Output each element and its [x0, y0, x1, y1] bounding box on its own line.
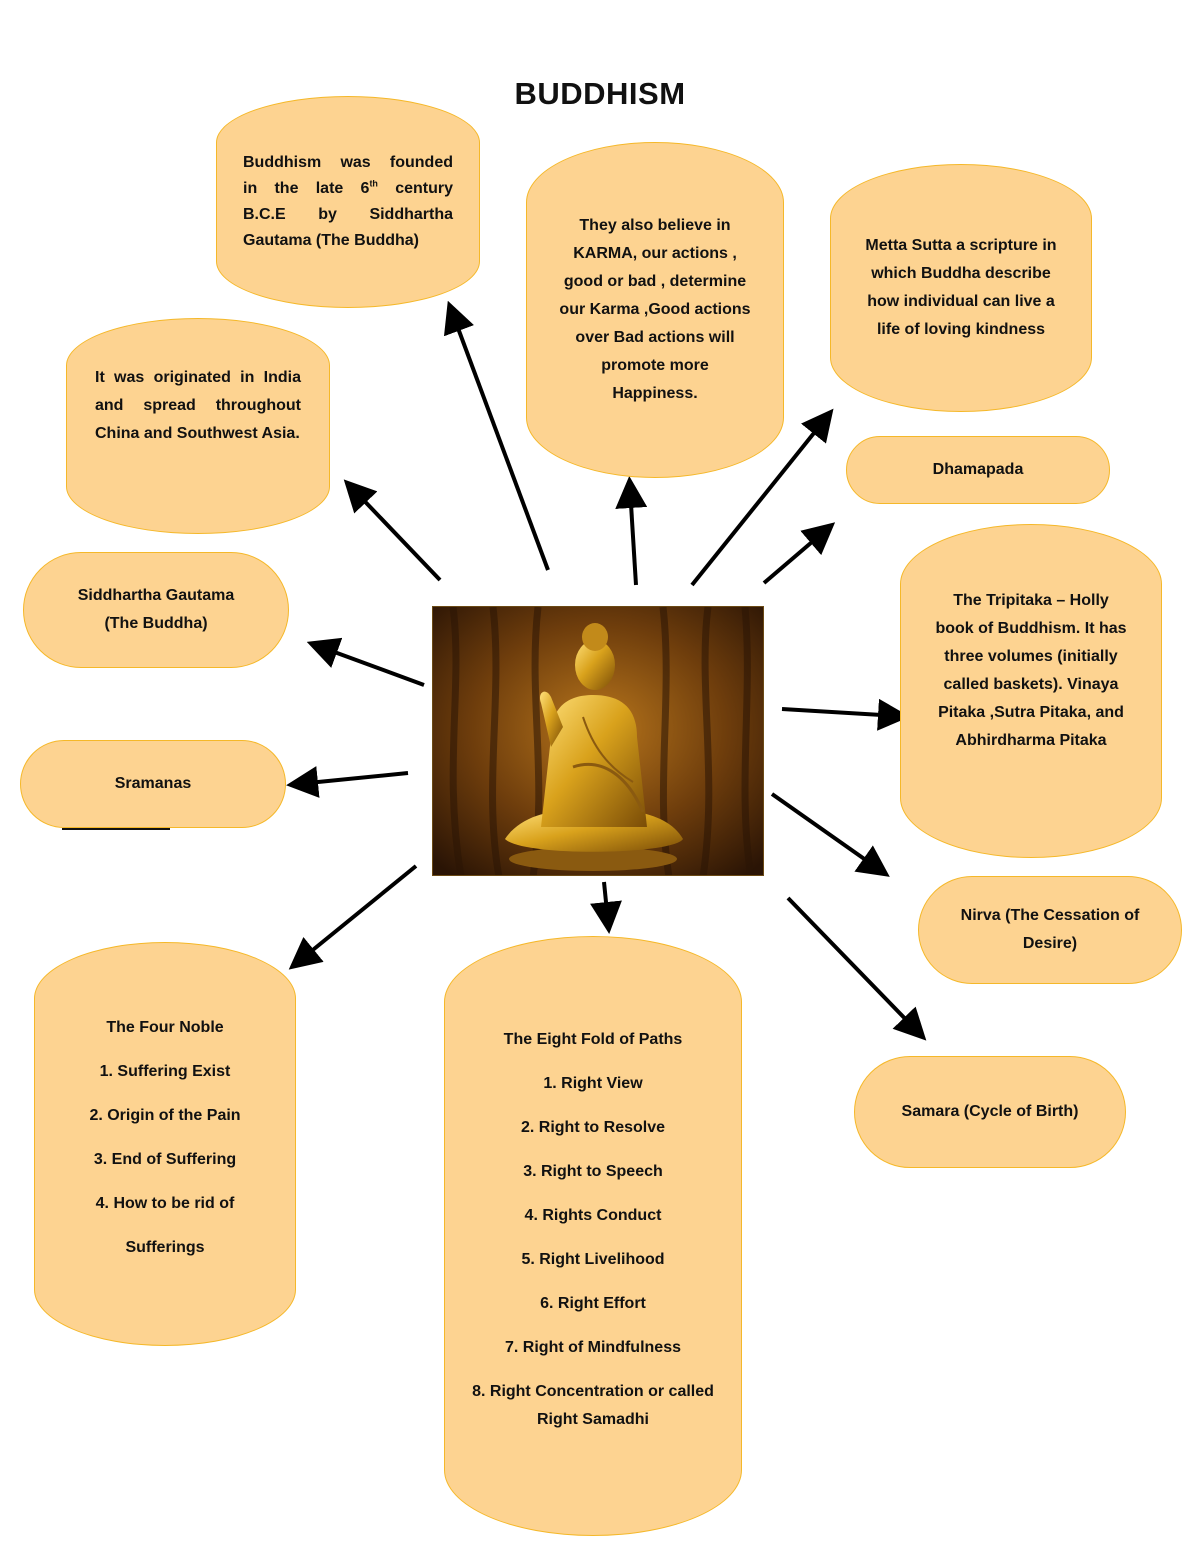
node-founded: Buddhism was founded in the late 6th cen… — [216, 96, 480, 308]
node-origin: It was originated in India and spread th… — [66, 318, 330, 534]
eightfold-heading: The Eight Fold of Paths — [503, 1031, 683, 1048]
arrow-to-eightfold — [590, 881, 622, 934]
four-noble-heading: The Four Noble — [106, 1019, 224, 1036]
four-noble-list: The Four Noble 1. Suffering Exist 2. Ori… — [89, 1006, 240, 1270]
four-noble-item: 2. Origin of the Pain — [89, 1107, 241, 1124]
eightfold-item: 8. Right Concentration or called Right S… — [472, 1383, 714, 1428]
eightfold-item: 4. Rights Conduct — [524, 1207, 662, 1224]
buddha-statue-icon — [433, 607, 763, 875]
karma-text: They also believe in KARMA, our actions … — [559, 217, 751, 402]
node-dhamapada: Dhamapada — [846, 436, 1110, 504]
eightfold-item: 3. Right to Speech — [523, 1163, 663, 1180]
metta-text: Metta Sutta a scripture in which Buddha … — [865, 237, 1057, 338]
founded-line-3: B.C.E by Siddhartha — [243, 206, 453, 223]
node-tripitaka: The Tripitaka – Holly book of Buddhism. … — [900, 524, 1162, 858]
arrow-to-nirva — [770, 792, 890, 877]
dhamapada-text: Dhamapada — [932, 461, 1024, 478]
arrow-to-origin — [343, 479, 442, 582]
buddha-statue-image — [432, 606, 764, 876]
nirva-text: Nirva (The Cessation of Desire) — [960, 907, 1140, 952]
arrow-to-samara — [786, 896, 927, 1041]
eightfold-list: The Eight Fold of Paths 1. Right View 2.… — [445, 1018, 741, 1434]
four-noble-item: Sufferings — [125, 1239, 205, 1256]
node-four-noble-truths: The Four Noble 1. Suffering Exist 2. Ori… — [34, 942, 296, 1346]
four-noble-item: 1. Suffering Exist — [99, 1063, 231, 1080]
four-noble-item: 3. End of Suffering — [93, 1151, 237, 1168]
node-samara: Samara (Cycle of Birth) — [854, 1056, 1126, 1168]
origin-text: It was originated in India and spread th… — [95, 369, 301, 442]
arrow-to-tripitaka — [781, 698, 910, 731]
eightfold-item: 1. Right View — [543, 1075, 643, 1092]
sramanas-text: Sramanas — [114, 775, 192, 792]
founded-sup: th — [369, 178, 378, 189]
node-sramanas: Sramanas — [20, 740, 286, 828]
arrow-to-sramanas — [286, 766, 409, 798]
node-karma: They also believe in KARMA, our actions … — [526, 142, 784, 478]
eightfold-item: 7. Right of Mindfulness — [505, 1339, 681, 1356]
siddhartha-text: Siddhartha Gautama (The Buddha) — [77, 587, 235, 632]
tripitaka-text: The Tripitaka – Holly book of Buddhism. … — [935, 592, 1127, 749]
node-nirva: Nirva (The Cessation of Desire) — [918, 876, 1182, 984]
founded-line-4: Gautama (The Buddha) — [243, 232, 420, 249]
founded-line-2b: century — [377, 180, 453, 197]
eightfold-item: 2. Right to Resolve — [520, 1119, 666, 1136]
node-eightfold-path: The Eight Fold of Paths 1. Right View 2.… — [444, 936, 742, 1536]
node-siddhartha: Siddhartha Gautama (The Buddha) — [23, 552, 289, 668]
sramanas-underline — [62, 828, 170, 830]
samara-text: Samara (Cycle of Birth) — [901, 1103, 1079, 1120]
arrow-to-dhamapada — [762, 522, 836, 585]
founded-line-2a: in the late 6 — [243, 180, 370, 197]
arrow-to-fournoble — [288, 864, 418, 970]
eightfold-item: 6. Right Effort — [540, 1295, 646, 1312]
node-metta-sutta: Metta Sutta a scripture in which Buddha … — [830, 164, 1092, 412]
four-noble-item: 4. How to be rid of — [95, 1195, 235, 1212]
page-title: BUDDHISM — [514, 76, 686, 111]
arrow-to-karma — [615, 476, 648, 586]
founded-line-1: Buddhism was founded — [243, 154, 453, 171]
founded-line-2: in the late 6th century — [243, 176, 453, 202]
arrow-to-siddhartha — [306, 637, 425, 687]
eightfold-item: 5. Right Livelihood — [521, 1251, 665, 1268]
